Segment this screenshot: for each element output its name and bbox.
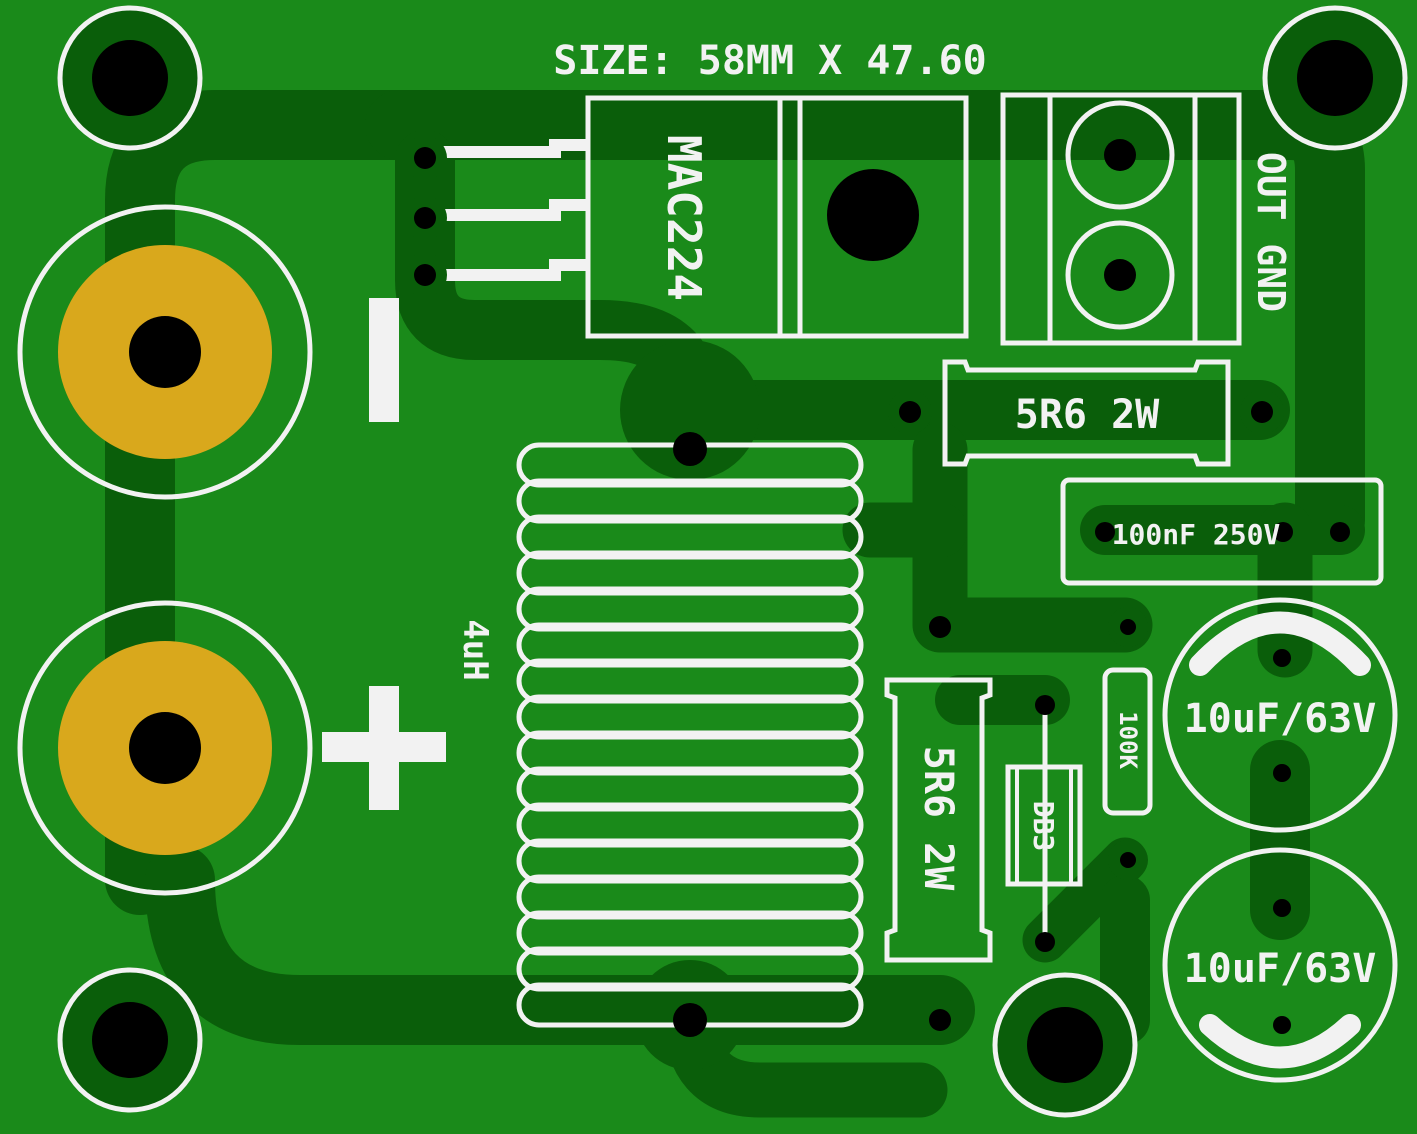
mounting-hole-bottom-left [57,967,203,1113]
capacitor-10uf-bottom: 10uF/63V [1162,847,1398,1083]
mounting-hole-top-left [57,5,203,151]
capacitor-100nf: 100nF 250V [1060,477,1384,586]
resistor-100k: 100K [1102,667,1153,880]
diac-label: DB3 [1027,801,1060,852]
resistor-top-label: 5R6 2W [1015,392,1160,438]
inductor-label: 4uH [455,619,495,680]
inductor-4uh: 4uH [455,432,864,1037]
mounting-hole-bottom-center [992,972,1138,1118]
power-terminal-minus [17,204,313,500]
minus-sign [369,298,399,422]
size-label: SIZE: 58MM X 47.60 [553,38,986,84]
mounting-hole-top-right [1262,5,1408,151]
diac-db3: DB3 [1005,695,1083,952]
output-terminal-block: OUT GND [1000,92,1293,346]
power-terminal-plus [17,600,313,896]
terminal-label: OUT GND [1249,152,1293,312]
mounting-holes [57,5,1408,1118]
capacitor-10uf-top: 10uF/63V [1162,597,1398,833]
resistor-bottom-label: 5R6 2W [915,746,961,891]
capacitor-top-label: 10uF/63V [1184,696,1377,742]
capacitor-film-label: 100nF 250V [1112,518,1281,551]
triac-mac224: MAC224 [403,95,969,339]
resistor-bottom-5r6: 5R6 2W [884,677,993,963]
capacitor-bottom-label: 10uF/63V [1184,946,1377,992]
triac-label: MAC224 [657,135,711,301]
resistor-top-5r6: 5R6 2W [888,359,1284,467]
plus-sign [322,686,446,810]
resistor-small-label: 100K [1114,711,1142,769]
